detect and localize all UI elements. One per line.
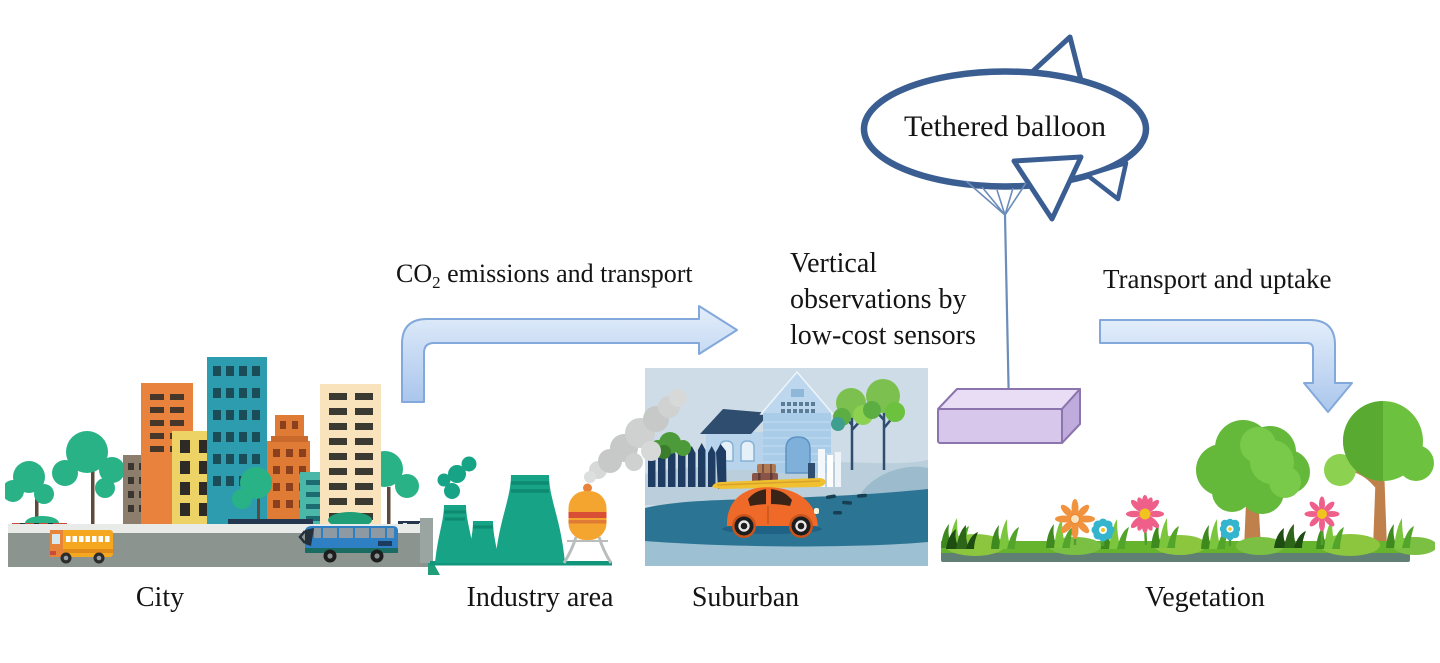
balloon-fin-right (1084, 160, 1129, 202)
balloon-fin-bottom (1011, 154, 1084, 222)
city-buildings (123, 357, 381, 526)
co2-suffix: emissions and transport (440, 259, 693, 288)
beetle-car-icon (712, 464, 826, 538)
school-bus-icon (50, 530, 113, 564)
industry-base (430, 561, 612, 566)
vertical-observations-label: Vertical observations by low-cost sensor… (790, 248, 976, 351)
elbow-arrow-down-icon (1099, 319, 1353, 413)
balloon-label: Tethered balloon (904, 110, 1106, 143)
city-illustration (5, 357, 440, 575)
right-tree-icon (1324, 401, 1434, 549)
big-tree-icon (1196, 420, 1310, 549)
site-label-vegetation: Vegetation (1145, 582, 1265, 613)
teal-flower-1 (1091, 518, 1115, 542)
industry-illustration (420, 389, 687, 566)
tethered-balloon-icon (860, 34, 1150, 410)
suburban-illustration (645, 368, 928, 566)
flowers-icon (1055, 495, 1340, 546)
coach-bus-icon (298, 526, 398, 563)
co2-arrow-label: CO2 emissions and transport (396, 259, 693, 293)
smoke-cloud-icon (584, 389, 687, 483)
suburban-trees (831, 379, 905, 470)
grass-strip (941, 518, 1435, 562)
pink-flower-1 (1126, 495, 1164, 533)
pink-flower-2 (1304, 496, 1340, 532)
site-label-suburban: Suburban (691, 582, 800, 613)
vegetation-illustration (941, 401, 1435, 562)
exhaust-dashes (825, 493, 867, 515)
transport-uptake-label: Transport and uptake (1103, 264, 1332, 294)
tether-line (965, 180, 1027, 410)
cooling-towers-icon (435, 456, 565, 563)
site-label-city: City (135, 582, 185, 613)
fence-bushes (649, 432, 691, 459)
city-tree-front (232, 467, 272, 527)
teal-flower-2 (1219, 518, 1241, 541)
orange-daisy (1055, 499, 1095, 539)
gray-shed (420, 518, 433, 563)
elbow-arrow-right-icon (401, 305, 738, 403)
boiler-tank-icon (562, 483, 613, 564)
white-boards (808, 449, 841, 487)
sensor-box-icon (937, 388, 1081, 444)
main-house-icon (759, 370, 835, 474)
co2-prefix: CO (396, 259, 433, 288)
co2-subscript: 2 (432, 273, 441, 293)
site-label-industry: Industry area (466, 582, 614, 613)
